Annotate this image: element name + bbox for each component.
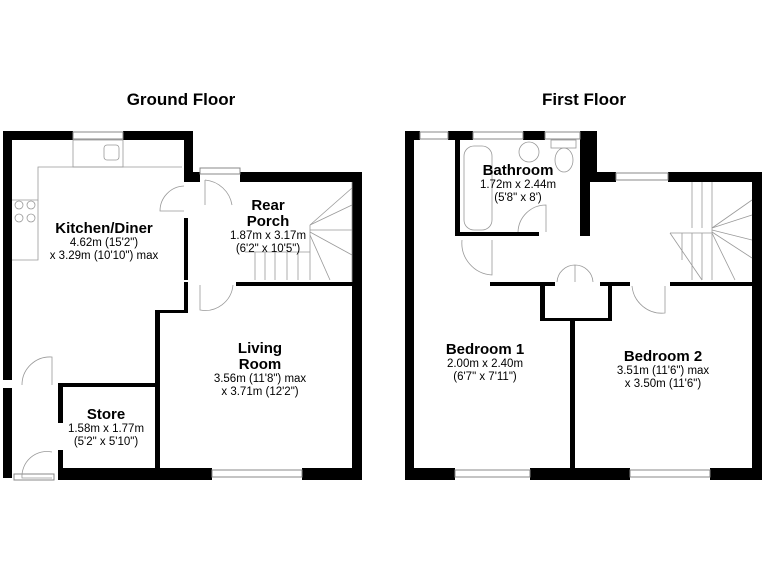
ground-floor-fixtures bbox=[12, 139, 353, 479]
room-dimensions: 1.87m x 3.17m bbox=[229, 229, 307, 242]
first-floor-windows bbox=[419, 131, 711, 478]
room-dimensions: 1.58m x 1.77m bbox=[67, 422, 145, 435]
room-dimensions: 2.00m x 2.40m bbox=[446, 357, 524, 370]
ground-floor-windows bbox=[13, 131, 303, 481]
room-dimensions: 3.51m (11'6") max bbox=[616, 364, 710, 377]
room-bathroom: Bathroom 1.72m x 2.44m (5'8" x 8') bbox=[480, 163, 556, 205]
room-name: Bathroom bbox=[482, 162, 554, 179]
ground-floor-title: Ground Floor bbox=[126, 90, 236, 109]
room-kitchen-diner: Kitchen/Diner 4.62m (15'2") x 3.29m (10'… bbox=[50, 221, 159, 263]
room-dimensions: (6'7" x 7'11") bbox=[453, 370, 517, 383]
room-name: Rear bbox=[251, 197, 285, 214]
room-dimensions: 3.56m (11'8") max bbox=[213, 372, 307, 385]
room-name: Room bbox=[238, 355, 282, 373]
room-dimensions: (5'8" x 8') bbox=[494, 191, 542, 204]
room-name: Store bbox=[86, 406, 126, 423]
room-dimensions: x 3.50m (11'6") bbox=[624, 377, 702, 390]
room-name: Porch bbox=[246, 212, 290, 230]
first-floor-walls bbox=[405, 131, 762, 480]
room-name: Bedroom 2 bbox=[623, 348, 703, 365]
room-dimensions: x 3.29m (10'10") max bbox=[49, 249, 159, 262]
room-dimensions: x 3.71m (12'2") bbox=[221, 385, 299, 398]
room-bedroom-2: Bedroom 2 3.51m (11'6") max x 3.50m (11'… bbox=[617, 349, 709, 391]
room-name: Living bbox=[237, 340, 283, 357]
room-rear-porch: Rear Porch 1.87m x 3.17m (6'2" x 10'5") bbox=[230, 198, 306, 256]
room-living-room: Living Room 3.56m (11'8") max x 3.71m (1… bbox=[214, 341, 306, 399]
room-bedroom-1: Bedroom 1 2.00m x 2.40m (6'7" x 7'11") bbox=[446, 342, 524, 384]
room-dimensions: (6'2" x 10'5") bbox=[235, 242, 301, 255]
first-floor-fixtures bbox=[461, 139, 753, 314]
room-name: Bedroom 1 bbox=[445, 341, 525, 358]
room-dimensions: (5'2" x 5'10") bbox=[73, 435, 139, 448]
room-name: Kitchen/Diner bbox=[55, 220, 153, 237]
ground-floor-walls bbox=[3, 131, 362, 480]
room-store: Store 1.58m x 1.77m (5'2" x 5'10") bbox=[68, 407, 144, 449]
room-dimensions: 1.72m x 2.44m bbox=[479, 178, 557, 191]
room-dimensions: 4.62m (15'2") bbox=[69, 236, 139, 249]
first-floor-title: First Floor bbox=[541, 90, 627, 109]
